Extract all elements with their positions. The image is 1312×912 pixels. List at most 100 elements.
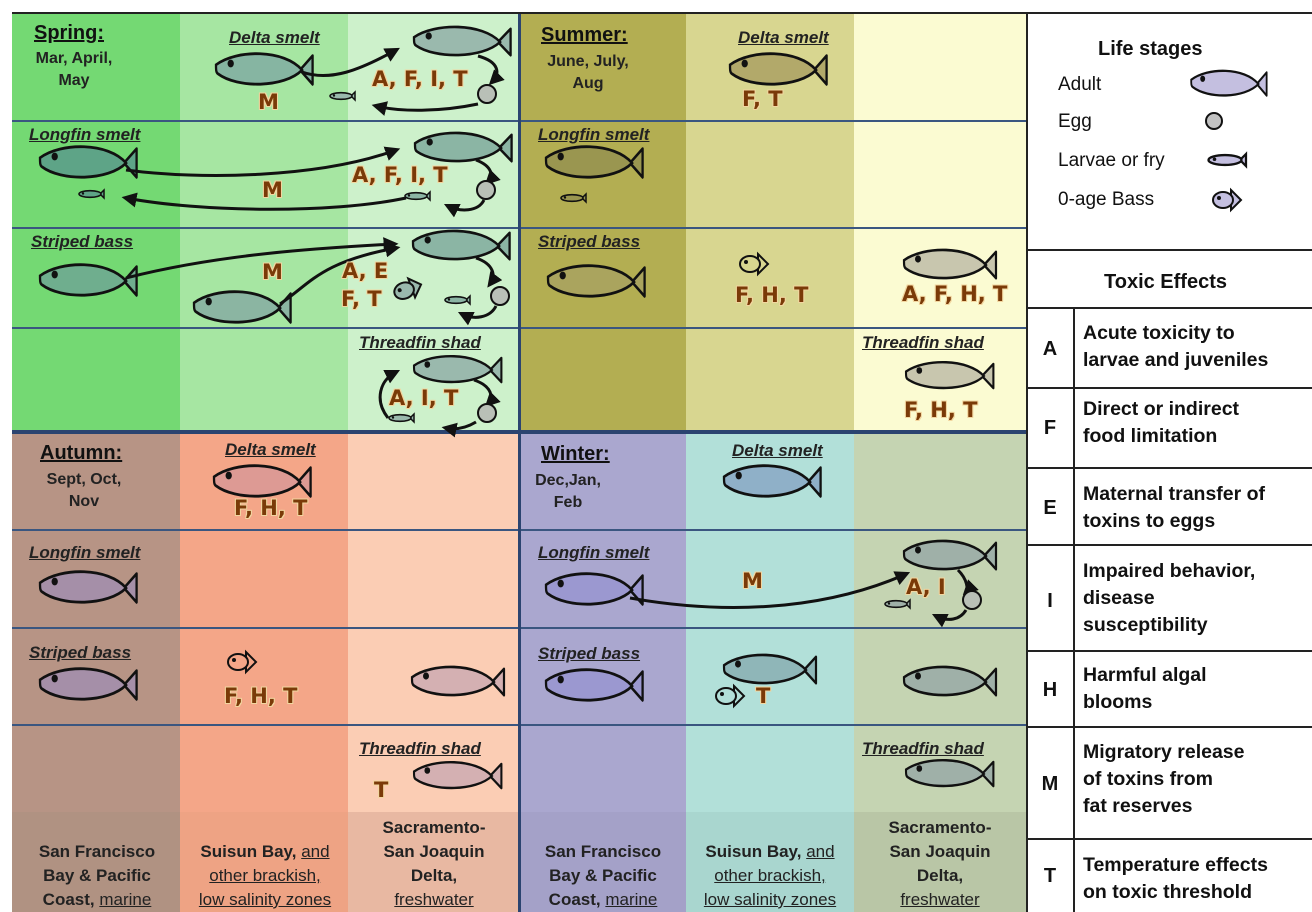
footer-band-winter-marine <box>520 812 686 912</box>
spawn-arrow <box>477 54 505 86</box>
spring-longfin-adult-fish-icon <box>38 145 139 179</box>
summer-longfin-adult-fish-icon <box>544 145 645 179</box>
effect-code: A, F, H, T <box>902 282 1008 306</box>
zone-label-part: and <box>806 842 835 861</box>
summer-threadfin-adult-fish-icon <box>904 360 995 390</box>
zone-label-line: San Francisco <box>38 842 156 861</box>
spring-striped-adult-fish-icon <box>411 229 511 261</box>
effect-description-line: susceptibility <box>1083 614 1208 636</box>
zone-label-line: other brackish, <box>714 866 826 885</box>
table-divider <box>1026 387 1312 389</box>
autumn-striped-adult-fish-icon <box>38 667 139 701</box>
autumn-title: Autumn: <box>40 442 123 464</box>
summer-marine-zone <box>520 14 686 432</box>
zone-label-line: Coast, marine <box>520 888 686 912</box>
summer-months-line: June, July, <box>547 53 629 70</box>
winter-threadfin-adult-fish-icon <box>904 758 995 788</box>
effect-description-line: toxins to eggs <box>1083 510 1216 532</box>
effect-letter: F <box>1043 417 1057 439</box>
egg-icon <box>962 590 982 610</box>
zone-label-line: San Francisco <box>544 842 662 861</box>
effect-description: Impaired behavior, disease susceptibilit… <box>1083 558 1255 639</box>
winter-longfin-adult-fish-icon <box>544 572 645 606</box>
effect-code: A, I <box>906 575 946 599</box>
effect-letter: E <box>1043 497 1057 519</box>
zone-label-line: Suisun Bay, and <box>182 840 348 864</box>
winter-threadfin-shad-label: Threadfin shad <box>862 739 984 758</box>
zone-label-line: freshwater <box>394 890 474 909</box>
effect-code: F, H, T <box>904 398 978 422</box>
effect-description-line: of toxins from <box>1083 768 1213 790</box>
legend-title: Life stages <box>1098 38 1203 60</box>
migration-arrow <box>301 47 400 78</box>
effect-description-line: Harmful algal <box>1083 664 1207 686</box>
summer-delta-adult-fish-icon <box>728 52 829 86</box>
zone-label-line: San Joaquin <box>383 842 485 861</box>
winter-delta-adult-fish-icon <box>722 464 823 498</box>
winter-longfin-adult-fish-icon <box>902 539 998 571</box>
autumn-months-line: Sept, Oct, <box>46 471 122 488</box>
effect-code: M <box>258 90 279 114</box>
young-bass-icon <box>390 274 426 305</box>
effect-description-line: Maternal transfer of <box>1083 483 1266 505</box>
zone-label-line: low salinity zones <box>198 890 332 909</box>
zone-label-part: Suisun Bay, <box>200 842 302 861</box>
effect-code: A, I, T <box>389 386 459 410</box>
effect-letter: I <box>1047 590 1053 612</box>
return-arrow <box>931 609 968 628</box>
zone-label-marine: San Francisco Bay & Pacific Coast, marin… <box>520 840 686 912</box>
effect-description-line: food limitation <box>1083 425 1218 447</box>
effect-code: M <box>742 569 763 593</box>
winter-title: Winter: <box>541 443 610 465</box>
spring-marine-zone <box>12 14 180 432</box>
winter-delta-smelt-label: Delta smelt <box>732 441 823 460</box>
young-bass-icon <box>1212 189 1242 211</box>
effect-description: Maternal transfer of toxins to eggs <box>1083 481 1265 535</box>
winter-striped-adult-fish-icon <box>722 653 818 685</box>
return-arrow <box>371 101 479 116</box>
winter-longfin-smelt-label: Longfin smelt <box>538 543 650 562</box>
effect-code: F, H, T <box>234 496 308 520</box>
effect-code: F, T <box>742 87 783 111</box>
autumn-delta-adult-fish-icon <box>212 464 313 498</box>
effect-code: A, F, I, T <box>372 67 468 91</box>
summer-striped-bass-label: Striped bass <box>538 232 641 251</box>
zone-label-fresh: Sacramento- San Joaquin Delta, freshwate… <box>350 816 518 912</box>
table-column-divider <box>1073 307 1075 912</box>
season-divider <box>518 14 521 912</box>
table-divider <box>1026 307 1312 309</box>
spring-months-line: Mar, April, <box>35 50 113 67</box>
effect-code: M <box>262 178 283 202</box>
winter-months-line: Feb <box>553 494 583 511</box>
table-divider <box>1026 544 1312 546</box>
winter-striped-adult-fish-icon <box>902 665 998 697</box>
table-divider <box>1026 467 1312 469</box>
summer-longfin-smelt-label: Longfin smelt <box>538 125 650 144</box>
zone-label-line: San Joaquin <box>889 842 991 861</box>
summer-title: Summer: <box>541 24 628 46</box>
egg-icon <box>490 286 510 306</box>
effect-code: M <box>262 260 283 284</box>
winter-striped-adult-fish-icon <box>544 668 645 702</box>
summer-striped-adult-fish-icon <box>546 264 647 298</box>
effect-code: T <box>374 778 389 802</box>
zone-label-fresh: Sacramento- San Joaquin Delta, freshwate… <box>854 816 1026 912</box>
zone-label-part: Coast, <box>42 890 100 909</box>
larva-icon <box>1207 152 1248 168</box>
legend-left-border <box>1026 12 1028 912</box>
autumn-threadfin-adult-fish-icon <box>412 760 503 790</box>
migration-arrow <box>125 237 399 280</box>
zone-label-line: Bay & Pacific <box>43 866 151 885</box>
winter-months: Dec,Jan, Feb <box>528 470 608 514</box>
migration-arrow <box>629 571 911 609</box>
zone-label-part: Suisun Bay, <box>705 842 807 861</box>
return-arrow <box>378 369 401 419</box>
effect-code: T <box>756 684 771 708</box>
effect-code: F, H, T <box>735 283 809 307</box>
zone-label-brackish: Suisun Bay, and other brackish, low sali… <box>182 840 348 912</box>
zone-label-line: Delta, <box>410 866 458 885</box>
spring-striped-bass-label: Striped bass <box>31 232 134 251</box>
spring-delta-adult-fish-icon <box>412 25 512 57</box>
effect-description-line: on toxic threshold <box>1083 881 1253 903</box>
footer-band-autumn-brackish <box>180 812 348 912</box>
